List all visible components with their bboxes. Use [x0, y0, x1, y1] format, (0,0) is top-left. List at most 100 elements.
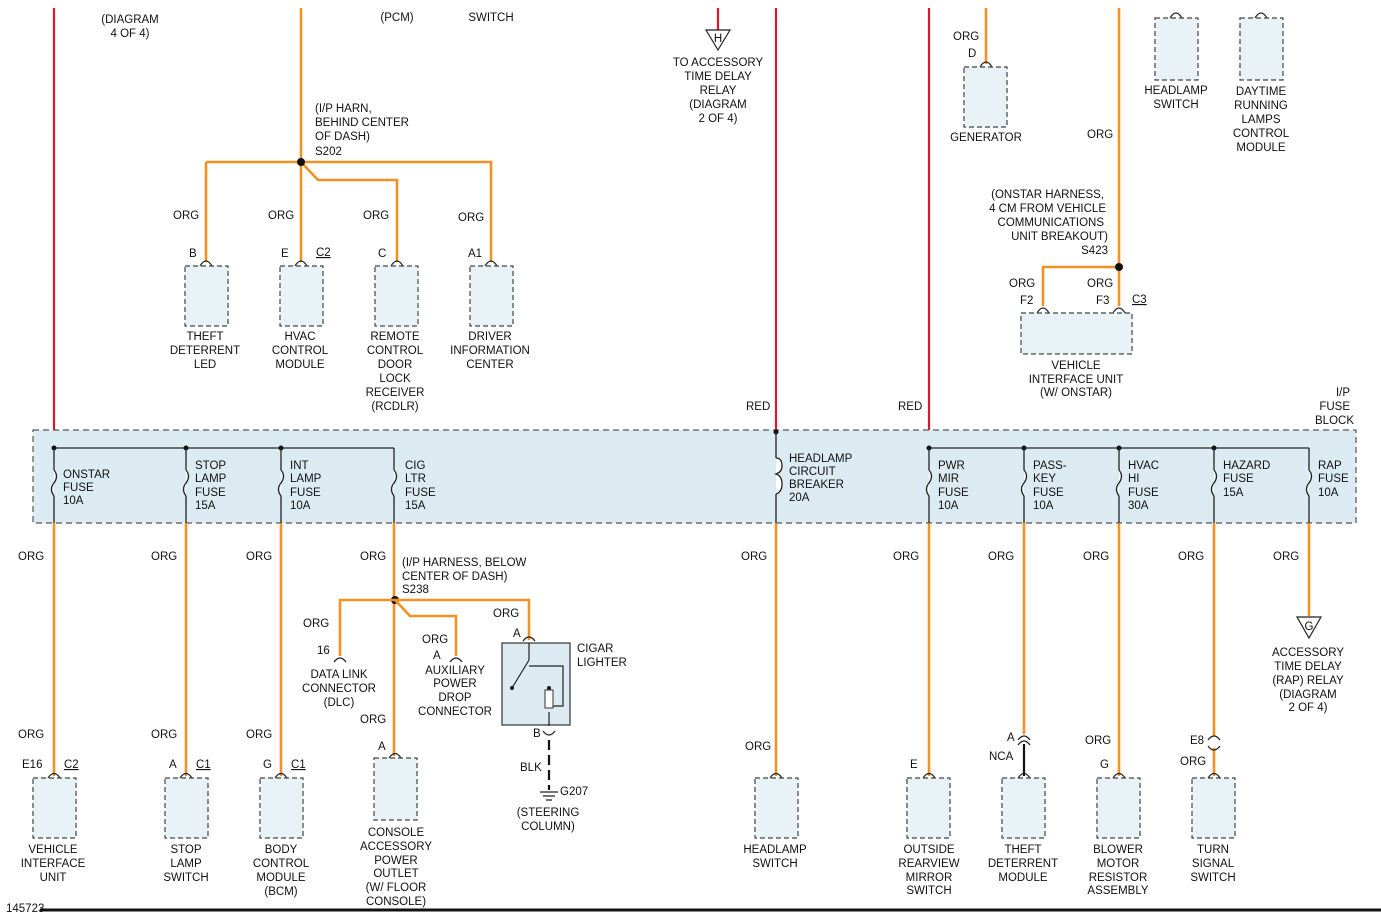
svg-text:C3: C3: [1132, 294, 1147, 306]
headlamp-circuit-breaker: HEADLAMP CIRCUIT BREAKER 20A: [773, 432, 853, 523]
svg-text:FUSE: FUSE: [1033, 487, 1064, 499]
svg-text:ORG: ORG: [741, 551, 767, 563]
svg-text:20A: 20A: [789, 492, 810, 504]
svg-text:(DIAGRAM: (DIAGRAM: [1279, 689, 1337, 701]
svg-text:CIRCUIT: CIRCUIT: [789, 466, 836, 478]
svg-text:ORG: ORG: [360, 714, 386, 726]
body-control-module: ORG G C1 BODY CONTROL MODULE (BCM): [246, 729, 310, 898]
svg-text:REARVIEW: REARVIEW: [898, 858, 959, 870]
svg-text:COLUMN): COLUMN): [521, 821, 575, 833]
svg-text:FUSE: FUSE: [1318, 473, 1349, 485]
svg-text:HEADLAMP: HEADLAMP: [1144, 85, 1208, 97]
splice-s202-label: (I/P HARN, BEHIND CENTER OF DASH) S202: [315, 103, 409, 158]
svg-text:FUSE: FUSE: [938, 487, 969, 499]
svg-text:C2: C2: [64, 759, 79, 771]
svg-text:PWR: PWR: [938, 460, 965, 472]
svg-text:CONTROL: CONTROL: [253, 858, 310, 870]
headlamp-switch-bottom: ORG HEADLAMP SWITCH: [743, 741, 807, 870]
svg-text:4 CM FROM VEHICLE: 4 CM FROM VEHICLE: [989, 203, 1106, 215]
svg-text:HEADLAMP: HEADLAMP: [789, 453, 853, 465]
svg-text:TURN: TURN: [1197, 844, 1229, 856]
svg-text:C2: C2: [316, 247, 331, 259]
svg-text:HVAC: HVAC: [1128, 460, 1159, 472]
svg-text:ORG: ORG: [363, 210, 389, 222]
svg-text:INTERFACE: INTERFACE: [21, 858, 86, 870]
svg-text:TIME DELAY: TIME DELAY: [1274, 661, 1342, 673]
svg-text:ASSEMBLY: ASSEMBLY: [1087, 885, 1148, 897]
svg-text:INFORMATION: INFORMATION: [450, 345, 530, 357]
svg-text:C1: C1: [196, 759, 211, 771]
svg-text:AUXILIARY: AUXILIARY: [425, 665, 485, 677]
headlamp-switch-top: HEADLAMP SWITCH: [1144, 12, 1208, 111]
svg-text:ORG: ORG: [1087, 278, 1113, 290]
splice-s423-label: (ONSTAR HARNESS, 4 CM FROM VEHICLE COMMU…: [989, 189, 1108, 257]
svg-text:KEY: KEY: [1033, 473, 1056, 485]
svg-text:S423: S423: [1081, 245, 1108, 257]
vehicle-interface-unit-onstar: ORG F2 ORG F3 C3 VEHICLE INTERFACE UNIT …: [1009, 278, 1147, 399]
svg-text:BODY: BODY: [265, 844, 298, 856]
outside-rearview-mirror-switch: E OUTSIDE REARVIEW MIRROR SWITCH: [898, 759, 959, 897]
accessory-time-delay-rap-relay: G ACCESSORY TIME DELAY (RAP) RELAY (DIAG…: [1272, 616, 1344, 714]
svg-text:(RAP) RELAY: (RAP) RELAY: [1272, 675, 1344, 687]
svg-text:CIGAR: CIGAR: [577, 643, 613, 655]
svg-text:OF DASH): OF DASH): [315, 131, 370, 143]
org-wire-apdc: [394, 599, 458, 656]
fuse-rap: RAP FUSE 10A: [1305, 448, 1349, 523]
svg-text:E8: E8: [1190, 735, 1204, 747]
hvac-control-module: ORG E C2 HVAC CONTROL MODULE: [268, 210, 331, 371]
svg-text:CIG: CIG: [405, 460, 426, 472]
svg-text:C: C: [378, 248, 386, 260]
splice-s238-label: (I/P HARNESS, BELOW CENTER OF DASH) S238: [402, 557, 527, 596]
svg-text:G: G: [1100, 759, 1109, 771]
org-wire-dlc: [338, 598, 395, 656]
svg-text:TIME DELAY: TIME DELAY: [684, 71, 752, 83]
accessory-relay-letter: H: [714, 33, 722, 45]
fuse-cig-ltr: CIG LTR FUSE 15A: [390, 448, 436, 523]
svg-text:ORG: ORG: [151, 729, 177, 741]
svg-text:RAP: RAP: [1318, 460, 1342, 472]
svg-text:16: 16: [317, 645, 330, 657]
svg-text:MOTOR: MOTOR: [1097, 858, 1140, 870]
svg-text:ORG: ORG: [1009, 278, 1035, 290]
svg-text:A: A: [378, 741, 386, 753]
org-wire-rcdlr: [300, 161, 399, 262]
svg-text:10A: 10A: [63, 495, 84, 507]
svg-text:(BCM): (BCM): [264, 886, 297, 898]
svg-text:PASS-: PASS-: [1033, 460, 1067, 472]
svg-text:ORG: ORG: [422, 634, 448, 646]
svg-text:THEFT: THEFT: [1004, 844, 1041, 856]
svg-text:10A: 10A: [290, 500, 311, 512]
svg-text:4 OF 4): 4 OF 4): [111, 28, 150, 40]
svg-text:(DIAGRAM: (DIAGRAM: [101, 14, 159, 26]
org-wire-labels-upper: ORG ORG ORG ORG ORG ORG ORG ORG ORG ORG: [18, 551, 1299, 563]
svg-text:E16: E16: [22, 759, 42, 771]
svg-text:FUSE: FUSE: [405, 487, 436, 499]
red-label-right: RED: [898, 401, 922, 413]
svg-text:ORG: ORG: [745, 741, 771, 753]
svg-text:F3: F3: [1096, 295, 1109, 307]
driver-information-center: ORG A1 DRIVER INFORMATION CENTER: [450, 212, 530, 371]
svg-text:ACCESSORY: ACCESSORY: [1272, 647, 1344, 659]
blower-motor-resistor-assembly: ORG G BLOWER MOTOR RESISTOR ASSEMBLY: [1085, 735, 1149, 897]
svg-text:POWER: POWER: [374, 855, 417, 867]
svg-text:HAZARD: HAZARD: [1223, 460, 1270, 472]
svg-text:RECEIVER: RECEIVER: [366, 387, 425, 399]
svg-text:BREAKER: BREAKER: [789, 479, 844, 491]
svg-text:MIRROR: MIRROR: [906, 872, 953, 884]
svg-text:ORG: ORG: [893, 551, 919, 563]
svg-text:MODULE: MODULE: [1236, 142, 1286, 154]
splice-s202-dot: [297, 158, 305, 166]
svg-text:15A: 15A: [195, 500, 216, 512]
svg-text:STOP: STOP: [170, 844, 201, 856]
fuse-int-lamp: INT LAMP FUSE 10A: [277, 448, 322, 523]
svg-text:LOCK: LOCK: [379, 373, 411, 385]
svg-text:ORG: ORG: [246, 729, 272, 741]
svg-text:LAMPS: LAMPS: [1242, 114, 1281, 126]
ip-fuse-block: [32, 429, 1357, 524]
svg-text:S238: S238: [402, 584, 429, 596]
turn-signal-switch: E8 ORG TURN SIGNAL SWITCH: [1180, 735, 1236, 884]
svg-text:30A: 30A: [1128, 500, 1149, 512]
stop-lamp-switch: ORG A C1 STOP LAMP SWITCH: [151, 729, 211, 884]
vehicle-interface-unit: ORG E16 C2 VEHICLE INTERFACE UNIT: [18, 729, 86, 884]
